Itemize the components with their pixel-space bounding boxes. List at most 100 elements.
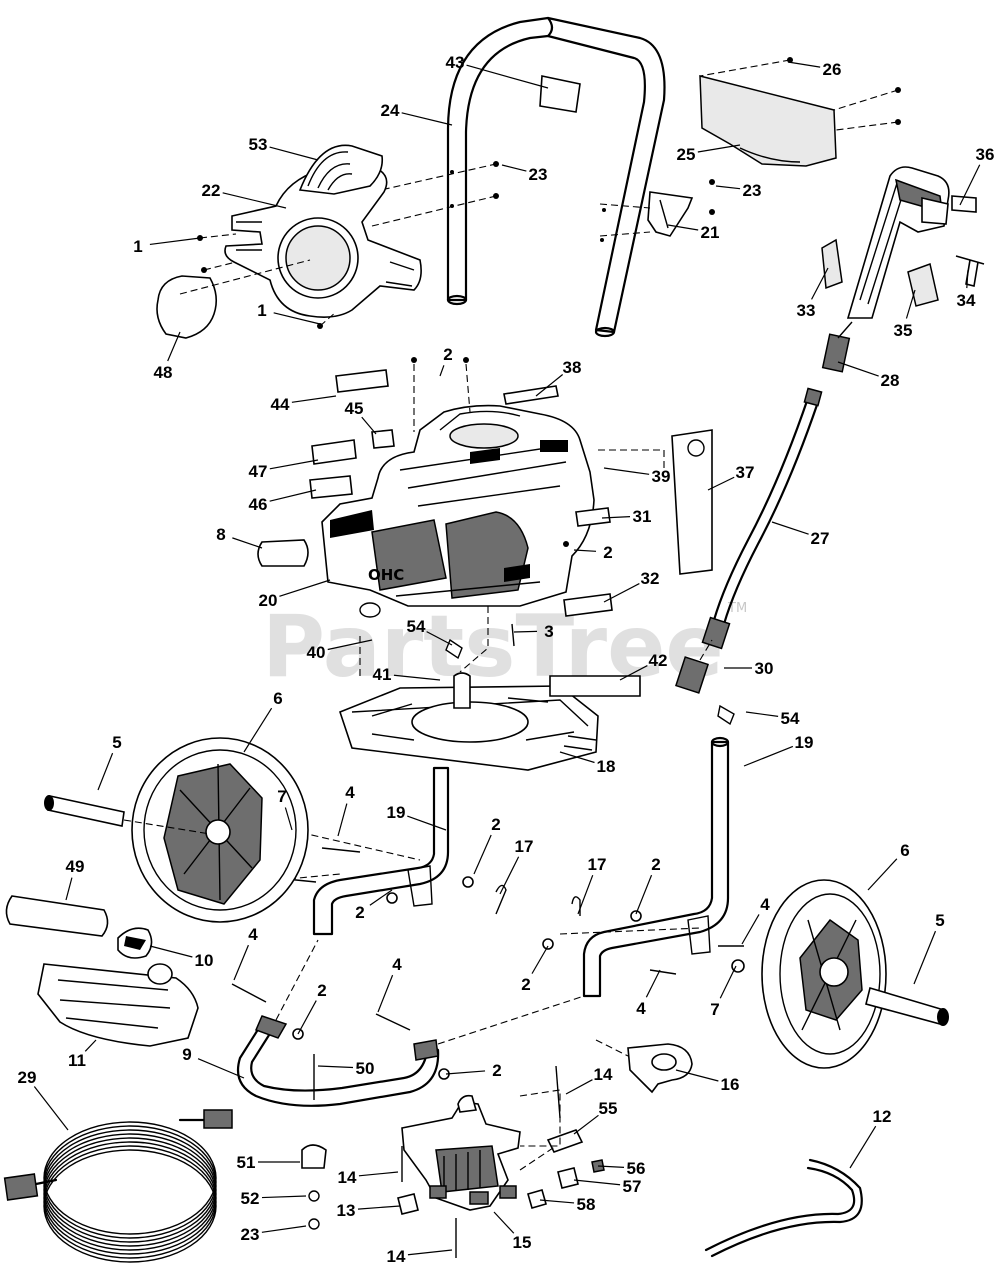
callout-c23c: 23 xyxy=(241,1225,260,1244)
callout-c37: 37 xyxy=(736,463,755,482)
callout-c2e: 2 xyxy=(355,903,364,922)
callout-c14c: 14 xyxy=(387,1247,406,1266)
cord-holder-part xyxy=(298,144,384,195)
decal-46-part xyxy=(309,475,353,499)
wand-hose-part xyxy=(675,387,823,694)
leader-line-c2g xyxy=(297,1000,317,1035)
callout-c14a: 14 xyxy=(594,1065,613,1084)
leader-line-c24 xyxy=(401,112,453,126)
leader-line-c28 xyxy=(837,361,879,377)
leader-line-c42 xyxy=(619,665,648,681)
leader-line-c2f xyxy=(531,945,549,974)
leader-line-c55 xyxy=(573,1114,599,1135)
callout-c1b: 1 xyxy=(257,301,266,320)
callout-c54b: 54 xyxy=(781,709,800,728)
callout-c16: 16 xyxy=(721,1075,740,1094)
leader-line-c2a xyxy=(439,365,445,377)
callout-c34: 34 xyxy=(957,291,976,310)
leader-line-c46 xyxy=(269,489,317,502)
fitting-57-part xyxy=(557,1167,579,1189)
callout-c9: 9 xyxy=(182,1045,191,1064)
leader-line-c2e xyxy=(369,889,393,906)
callout-c14b: 14 xyxy=(338,1168,357,1187)
callout-c53: 53 xyxy=(249,135,268,154)
watermark-text: PartsTree xyxy=(262,597,724,697)
grip-49-part xyxy=(5,895,109,937)
left-wheel-part xyxy=(131,737,309,923)
leader-line-c37 xyxy=(707,476,735,491)
callout-c19b: 19 xyxy=(387,803,406,822)
leader-line-c33 xyxy=(811,267,829,300)
detergent-tank-part xyxy=(37,963,199,1047)
callout-c39: 39 xyxy=(652,467,671,486)
callout-c35: 35 xyxy=(894,321,913,340)
high-pressure-hose-part xyxy=(3,1109,233,1263)
decal-39-guide xyxy=(598,449,665,472)
leader-line-c2d xyxy=(635,874,653,915)
callout-c23b: 23 xyxy=(743,181,762,200)
leader-line-c2h xyxy=(445,1070,486,1075)
leader-line-c52 xyxy=(261,1195,307,1199)
leader-line-c11 xyxy=(84,1039,97,1052)
leader-line-c14b xyxy=(358,1171,399,1177)
leader-line-c36 xyxy=(959,164,981,206)
leader-line-c9 xyxy=(197,1058,245,1079)
leader-line-c49 xyxy=(65,877,73,901)
right-wheel-part xyxy=(761,879,887,1069)
leader-line-c19a xyxy=(743,745,794,767)
leader-line-c38 xyxy=(535,374,564,397)
engine-part xyxy=(321,357,595,607)
leader-line-c13 xyxy=(357,1205,401,1210)
callout-c18: 18 xyxy=(597,757,616,776)
control-panel-part xyxy=(224,167,422,318)
fitting-58-part xyxy=(527,1189,547,1209)
leader-line-c14c xyxy=(407,1249,453,1256)
fitting-55-part xyxy=(546,1129,584,1153)
callout-c2d: 2 xyxy=(651,855,660,874)
leader-line-c32 xyxy=(603,583,640,603)
callout-c10: 10 xyxy=(195,951,214,970)
part-41 xyxy=(453,672,471,709)
cap-10-part xyxy=(117,927,153,959)
leader-line-c5b xyxy=(913,930,937,985)
leader-line-c6b xyxy=(867,858,898,891)
callout-c57: 57 xyxy=(623,1177,642,1196)
leader-line-c57 xyxy=(573,1179,621,1186)
leader-line-c48 xyxy=(167,331,181,362)
callout-c2f: 2 xyxy=(521,975,530,994)
callout-c23a: 23 xyxy=(529,165,548,184)
leader-line-c50 xyxy=(317,1065,354,1069)
callout-c26: 26 xyxy=(823,60,842,79)
leader-line-c23b xyxy=(715,185,741,190)
leader-line-c6a xyxy=(243,707,273,753)
leader-line-c10 xyxy=(149,945,193,958)
leader-line-c29 xyxy=(33,1086,69,1131)
leader-line-c26 xyxy=(787,61,821,68)
callout-c27: 27 xyxy=(811,529,830,548)
leader-line-c47 xyxy=(269,459,319,470)
label-43-part xyxy=(539,75,581,113)
bracket-16-part xyxy=(595,1039,693,1094)
callout-c7a: 7 xyxy=(277,787,286,806)
leader-line-c5a xyxy=(97,752,114,791)
callout-c46: 46 xyxy=(249,495,268,514)
leader-line-c56 xyxy=(597,1165,625,1168)
leader-line-c31 xyxy=(601,515,631,519)
leader-line-c4e xyxy=(645,969,661,998)
callout-c56: 56 xyxy=(627,1159,646,1178)
callout-c38: 38 xyxy=(563,358,582,377)
leader-line-c44 xyxy=(291,395,337,403)
leader-line-c34 xyxy=(966,269,969,289)
decal-44-part xyxy=(335,369,389,393)
callout-c40: 40 xyxy=(307,643,326,662)
callout-c55: 55 xyxy=(599,1099,618,1118)
leader-line-c22 xyxy=(222,192,287,209)
callout-c43: 43 xyxy=(446,53,465,72)
callout-c5b: 5 xyxy=(935,911,944,930)
leader-line-c16 xyxy=(675,1069,719,1082)
callout-c22: 22 xyxy=(202,181,221,200)
cover-panel-part xyxy=(699,57,901,167)
leader-line-c2b xyxy=(573,549,597,552)
frame-part xyxy=(236,736,730,1107)
